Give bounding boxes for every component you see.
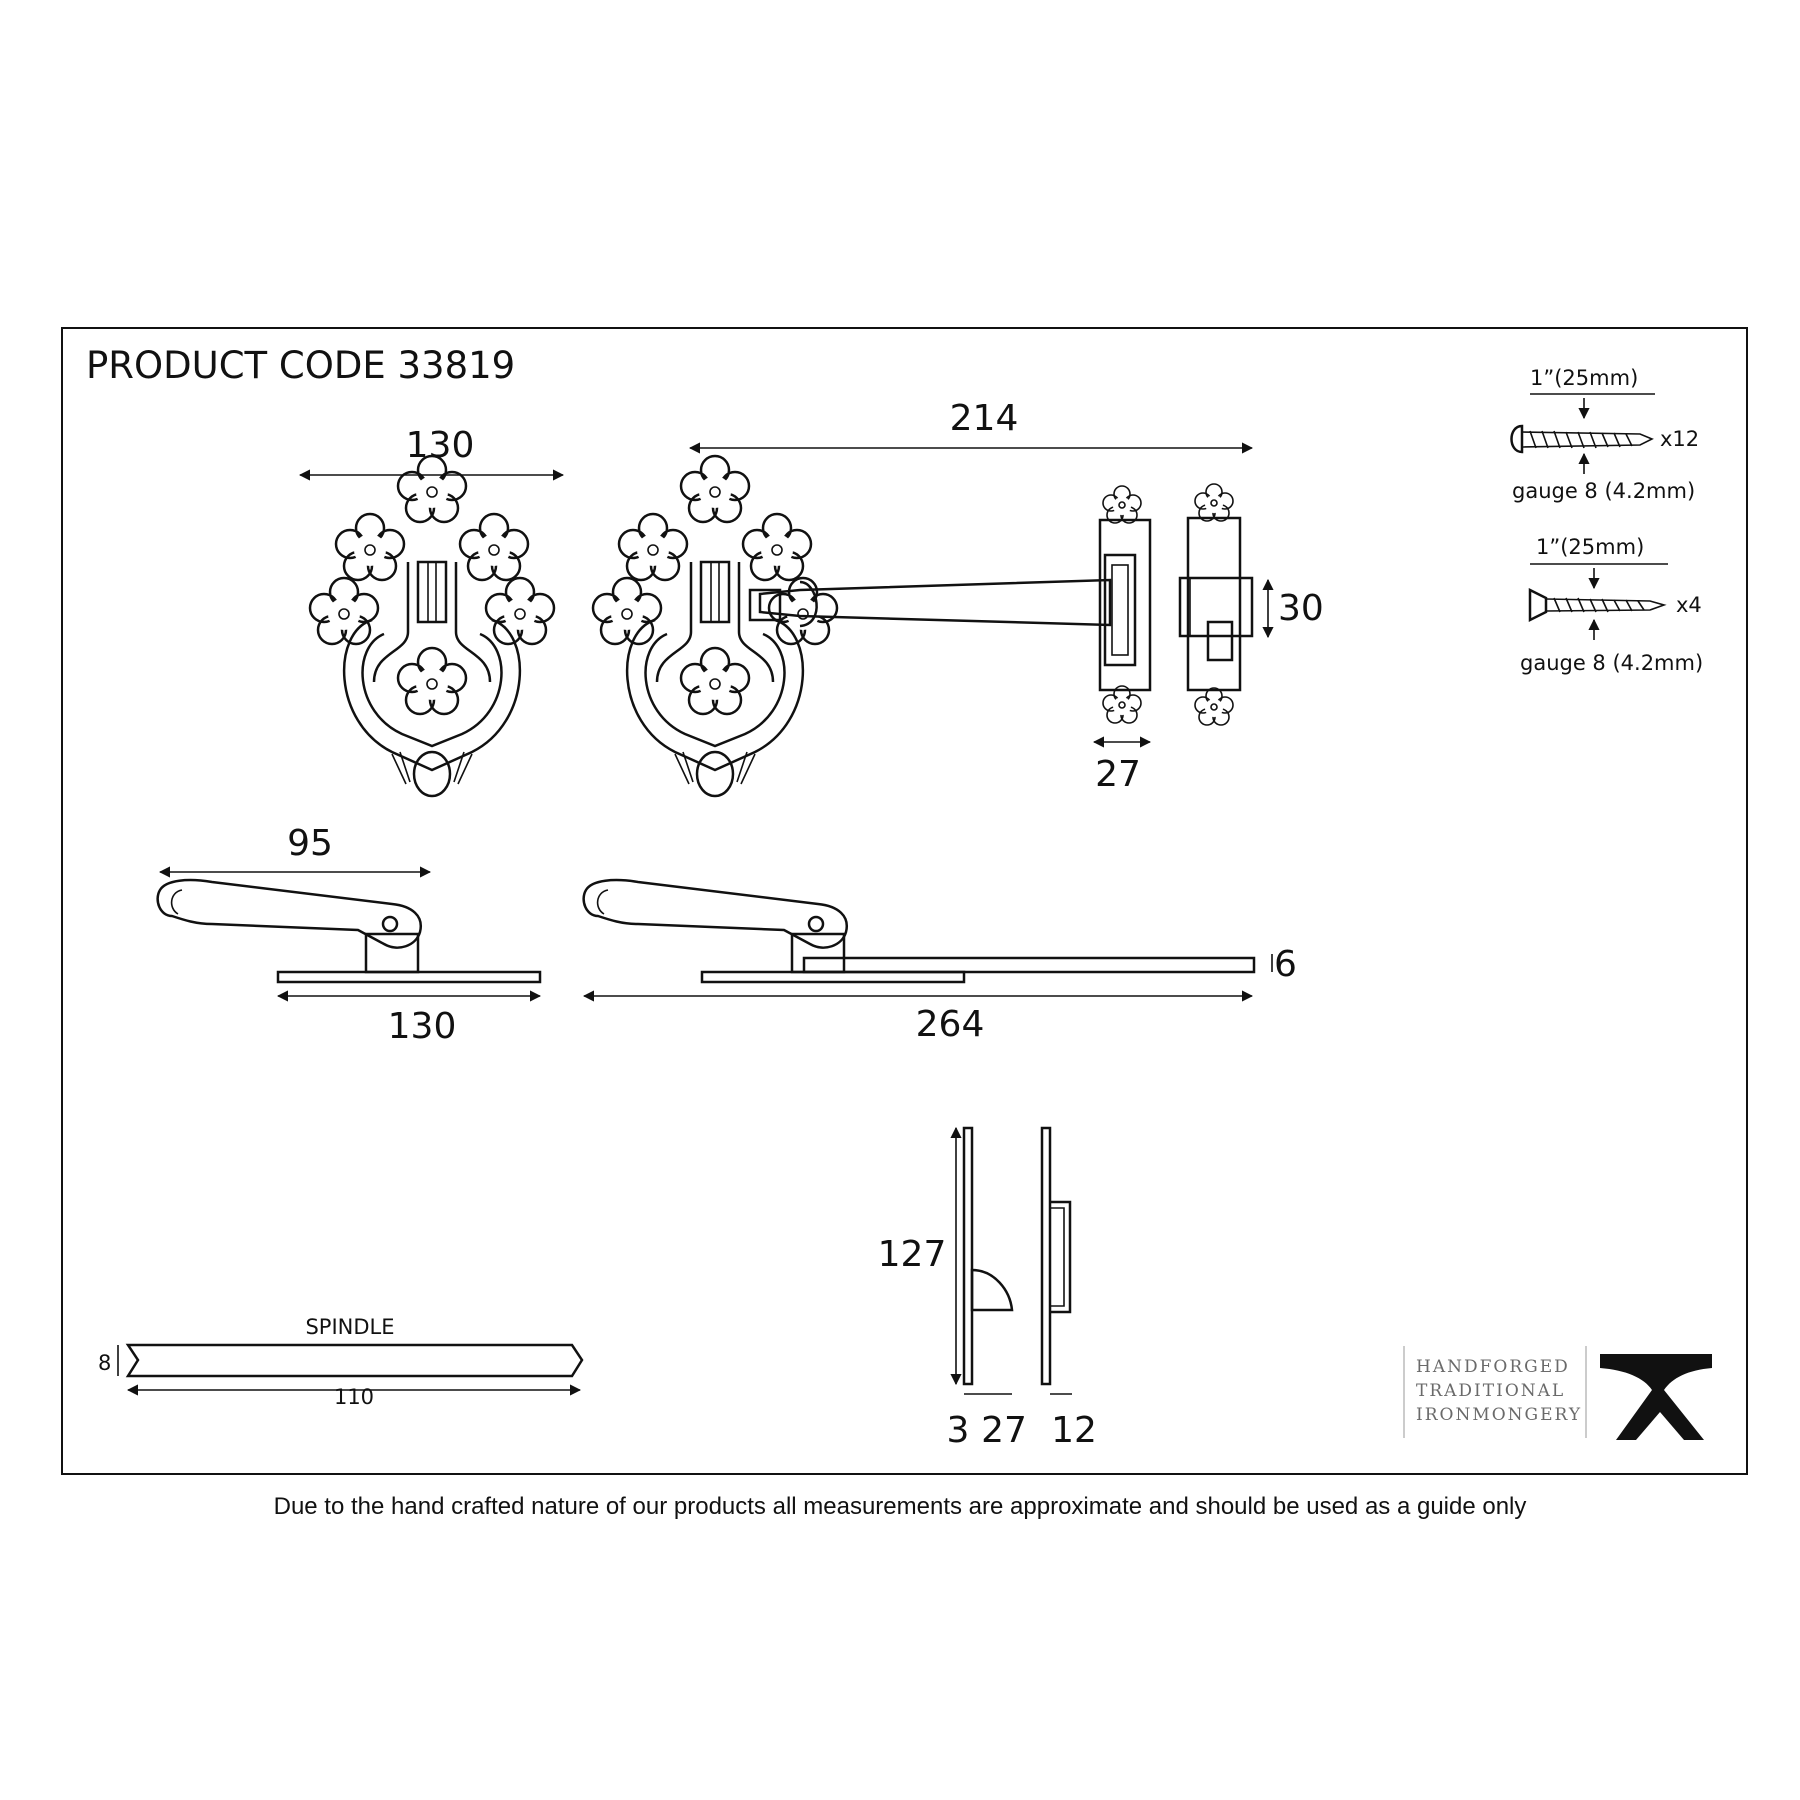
screw-2-gauge: gauge 8 (4.2mm) — [1520, 651, 1703, 675]
keep-width-label: 27 — [1095, 754, 1141, 795]
screw-1-gauge: gauge 8 (4.2mm) — [1512, 479, 1695, 503]
side-length-label: 264 — [916, 1004, 985, 1045]
staple-side-view — [1040, 1126, 1072, 1386]
product-code: PRODUCT CODE 33819 — [86, 344, 515, 387]
brand-block: HANDFORGED TRADITIONAL IRONMONGERY — [1403, 1346, 1712, 1440]
overall-length-label: 214 — [950, 398, 1019, 439]
screw-set-2: 1”(25mm) x4 gauge 8 (4.2mm) — [1520, 535, 1703, 675]
screw-2-length: 1”(25mm) — [1536, 535, 1644, 559]
keep-height-label: 127 — [878, 1234, 947, 1275]
drawing-frame — [61, 327, 1748, 1475]
brand-line-1: HANDFORGED — [1416, 1357, 1570, 1377]
screw-1-length: 1”(25mm) — [1530, 366, 1638, 390]
side-view-handle — [156, 878, 542, 984]
screw-set-1: 1”(25mm) x12 gauge 8 (4.2mm) — [1510, 366, 1699, 503]
round-head-screw-icon — [1510, 424, 1654, 454]
screw-1-quantity: x12 — [1660, 427, 1699, 451]
spindle-length-label: 110 — [334, 1385, 374, 1409]
plate-thickness-label: 6 — [1274, 944, 1297, 985]
keep-depth-label: 27 — [981, 1410, 1027, 1451]
base-width-label: 130 — [388, 1006, 457, 1047]
anvil-logo-icon — [1600, 1354, 1712, 1440]
countersunk-screw-icon — [1528, 587, 1667, 623]
disclaimer-text: Due to the hand crafted nature of our pr… — [274, 1493, 1527, 1520]
brand-line-2: TRADITIONAL — [1416, 1381, 1565, 1401]
brand-line-3: IRONMONGERY — [1416, 1405, 1582, 1425]
spindle-height-label: 8 — [98, 1351, 111, 1375]
keep-thickness-label: 3 — [947, 1410, 970, 1451]
front-width-label: 130 — [406, 425, 475, 466]
bar-height-label: 30 — [1278, 588, 1324, 629]
spindle-label: SPINDLE — [305, 1315, 394, 1339]
side-view-full-latch — [582, 878, 1256, 984]
staple-depth-label: 12 — [1051, 1410, 1097, 1451]
front-view-backplate — [310, 456, 554, 796]
handle-reach-label: 95 — [287, 823, 333, 864]
screw-2-quantity: x4 — [1676, 593, 1702, 617]
keep-side-view — [962, 1126, 1014, 1386]
front-view-full-latch — [593, 456, 1254, 796]
spindle-drawing — [125, 1343, 584, 1378]
